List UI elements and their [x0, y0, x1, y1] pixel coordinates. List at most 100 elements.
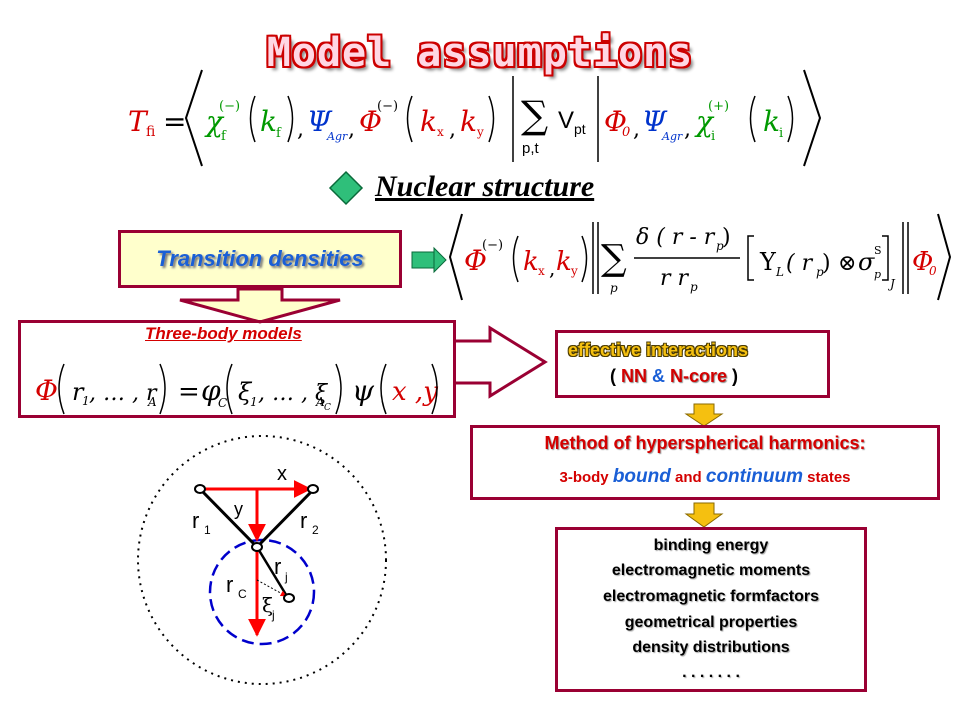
td-Y-arg: ( r — [786, 251, 814, 276]
three-body-formula: Φ r 1 , … , r A = φ C ξ 1 , … , ξ A C ψ … — [35, 363, 438, 415]
phi0: Φ — [604, 105, 627, 138]
paren-open: ( — [610, 366, 621, 386]
three-body-models-box — [18, 320, 456, 418]
down-arrow-icon — [179, 287, 341, 324]
td-ky-sub: y — [570, 264, 578, 278]
results-box — [555, 527, 867, 692]
k-i-sub: i — [779, 126, 783, 141]
td-phi: Φ — [464, 244, 487, 277]
tb-phiC: φ — [201, 374, 221, 407]
td-num: δ ( r - r — [636, 225, 716, 250]
td-kx: k — [523, 247, 539, 277]
method-and: and — [670, 469, 706, 486]
tb-xiAC-sub2: C — [324, 403, 331, 413]
chi-f: χ — [204, 105, 225, 138]
kx-sub: x — [437, 125, 444, 139]
r1-line — [198, 487, 259, 549]
tb-dots: , … , r — [89, 381, 158, 406]
chi-i-sub: i — [711, 129, 715, 144]
td-Y: Y — [759, 248, 777, 276]
label-y: y — [234, 499, 243, 519]
ket-right-angle — [803, 69, 822, 167]
svg-text:,: , — [297, 117, 304, 142]
effective-interactions-title: effective interactions — [568, 340, 749, 360]
three-body-geometry-diagram: x y r 1 r 2 r j r C ξ j — [137, 435, 387, 685]
label-x: x — [277, 463, 287, 485]
td-Y-sub: L — [775, 265, 784, 279]
V-sub: pt — [574, 121, 586, 137]
method-continuum: continuum — [705, 466, 803, 487]
T-symbol: T — [128, 105, 149, 138]
svg-text:,: , — [549, 256, 555, 280]
chi-f-sup: (−) — [219, 99, 240, 114]
diamond-bullet-icon — [328, 170, 364, 206]
r2-line — [255, 487, 316, 549]
ncore-label: N-core — [670, 366, 728, 386]
label-r2-sub: 2 — [312, 523, 319, 537]
td-den: r r — [660, 266, 690, 291]
td-J: J — [887, 277, 896, 291]
td-den-sub: p — [690, 280, 698, 294]
label-xi: ξ — [262, 593, 273, 617]
psi-agr-sub: Agr — [326, 130, 348, 143]
td-phi0: Φ — [912, 247, 933, 277]
k-i: k — [763, 105, 780, 138]
label-rc-sub: C — [238, 587, 247, 601]
nn-label: NN — [621, 366, 647, 386]
ky-sub: y — [476, 125, 484, 139]
tb-psi: ψ — [352, 374, 375, 407]
label-xi-sub: j — [271, 608, 275, 622]
tb-phiC-sub: C — [218, 396, 227, 410]
arrow-mask — [452, 345, 462, 379]
phi0-sub: 0 — [622, 125, 630, 140]
svg-text:,: , — [633, 117, 640, 142]
tb-eq: = — [178, 377, 200, 407]
effective-interactions-detail: ( NN & N-core ) — [610, 366, 738, 387]
T-sub: fi — [146, 124, 156, 140]
label-r1: r — [192, 508, 199, 533]
bra-left-angle — [184, 69, 203, 167]
tb-xi1: ξ — [238, 378, 253, 406]
ky: k — [460, 105, 477, 138]
psi-agr: Ψ — [307, 105, 333, 138]
transition-densities-box: Transition densities — [118, 230, 402, 288]
td-sigma: σ — [858, 248, 875, 276]
rj-line — [255, 546, 290, 599]
k-f: k — [260, 105, 277, 138]
td-phi-sup: (−) — [482, 238, 503, 253]
small-arrow-icon — [433, 246, 447, 274]
tb-r1: r — [72, 378, 85, 406]
chi-i: χ — [694, 105, 715, 138]
xi-vector — [256, 579, 287, 597]
td-phi0-sub: 0 — [929, 264, 937, 278]
td-num-sub: p — [716, 239, 724, 253]
tb-xi1-sub: 1 — [250, 395, 258, 409]
svg-text:,: , — [449, 117, 456, 142]
chi-f-sub: f — [221, 129, 227, 144]
tb-xy: x ,y — [392, 377, 438, 407]
hyperspherical-box — [470, 425, 940, 500]
td-sigma-sub: p — [874, 268, 881, 281]
tb-xi-dots: , … , ξ — [258, 381, 329, 406]
chi-i-sup: (+) — [708, 99, 729, 114]
tb-xiAC-sub: A — [315, 395, 325, 409]
result-item: electromagnetic moments — [611, 562, 811, 579]
td-num-close: ) — [722, 225, 731, 250]
outer-dotted-circle — [137, 435, 387, 685]
td-sum-sub: p — [610, 281, 618, 295]
paren-close: ) — [727, 366, 739, 386]
td-Y-arg-close: ) — [822, 251, 831, 276]
result-item: binding energy — [653, 537, 769, 554]
svg-text:,: , — [348, 117, 355, 142]
result-item: electromagnetic formfactors — [602, 588, 820, 605]
yellow-arrow-icon-1 — [684, 403, 724, 427]
three-body-models-label: Three-body models — [145, 324, 302, 343]
slide-title: Model assumptions — [266, 30, 694, 76]
label-rj: r — [274, 554, 281, 579]
sum-sub: p,t — [522, 140, 540, 157]
psi-agr-2: Ψ — [642, 105, 668, 138]
result-item: density distributions — [632, 639, 790, 656]
kx: k — [420, 105, 437, 138]
psi-agr-2-sub: Agr — [661, 130, 683, 143]
